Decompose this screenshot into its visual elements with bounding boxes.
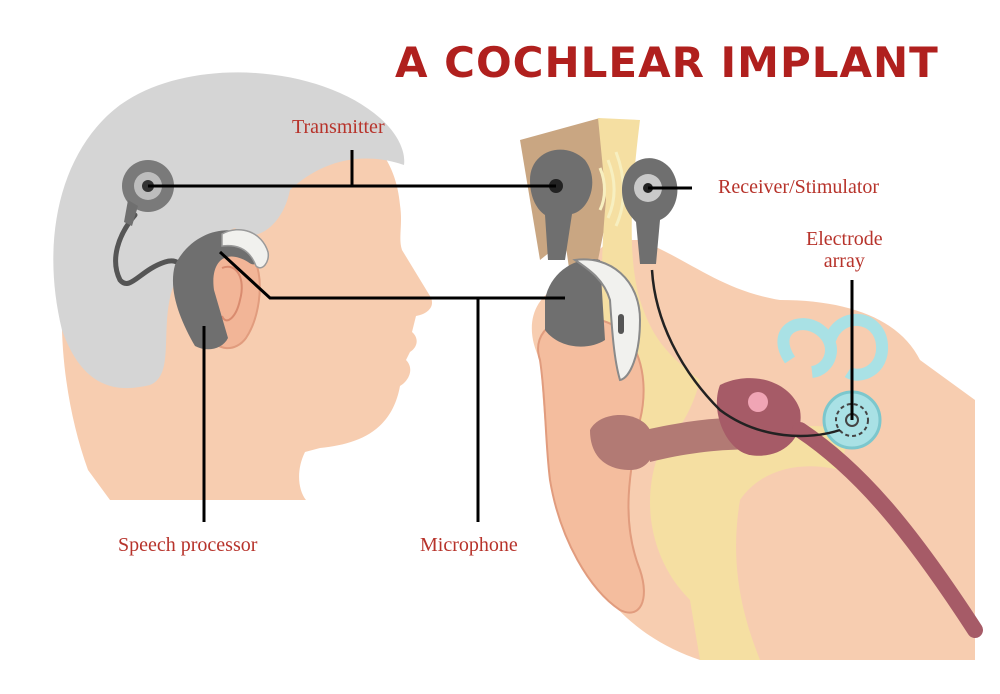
cochlea (777, 313, 889, 450)
label-transmitter: Transmitter (292, 116, 385, 138)
processor-side-light (572, 258, 642, 382)
transmitter-side (530, 149, 593, 260)
label-microphone: Microphone (420, 534, 518, 556)
processor-side-dark (545, 259, 605, 347)
processor-hook (221, 229, 270, 269)
label-electrode-array: Electrode array (806, 228, 883, 272)
speech-processor-body (172, 230, 262, 350)
cochlea-spiral-inner (835, 403, 869, 437)
label-electrode-line1: Electrode (806, 228, 883, 250)
label-electrode-line2: array (823, 250, 865, 272)
microphone-callout (218, 250, 565, 300)
ear-cross-section (520, 118, 983, 660)
ear-fold (221, 265, 243, 322)
ossicle (748, 392, 768, 412)
concha (590, 415, 654, 470)
hair (53, 72, 405, 389)
callout-lines (148, 150, 854, 522)
label-speech-processor: Speech processor (118, 534, 258, 556)
transmitter-arm (124, 200, 138, 226)
temporal-bone (650, 425, 850, 660)
semicircular-canals (777, 313, 889, 381)
diagram-title: A COCHLEAR IMPLANT (395, 38, 939, 87)
nerve (792, 422, 983, 638)
head-profile (53, 72, 433, 500)
processor-button (618, 314, 624, 334)
electrode-lead (650, 269, 841, 438)
middle-ear (716, 378, 801, 456)
label-receiver-stimulator: Receiver/Stimulator (718, 176, 880, 198)
